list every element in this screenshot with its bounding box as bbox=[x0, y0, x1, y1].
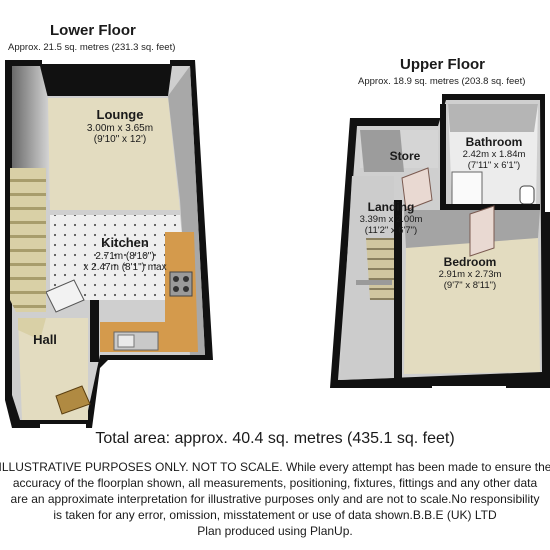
store-name: Store bbox=[389, 149, 421, 163]
bedroom-name: Bedroom bbox=[443, 255, 497, 269]
kitchen-dims-imperial: x 2.47m (8'1") max bbox=[83, 262, 167, 274]
bedroom-door bbox=[469, 205, 495, 257]
disclaimer-line-2: accuracy of the floorplan shown, all mea… bbox=[12, 476, 538, 490]
stair-rail bbox=[356, 280, 392, 285]
hall-partition bbox=[90, 300, 99, 362]
hall-name: Hall bbox=[33, 332, 57, 347]
lounge-dims-imperial: (9'10" x 12') bbox=[93, 134, 147, 146]
landing-partition bbox=[394, 200, 402, 380]
bathroom-name: Bathroom bbox=[465, 135, 523, 149]
kitchen-dims-metric: 2.71m (8'10") bbox=[95, 250, 155, 262]
lounge-dims-metric: 3.00m x 3.65m bbox=[86, 122, 154, 134]
bedroom-floor bbox=[404, 236, 540, 374]
bathroom-bath bbox=[451, 171, 483, 207]
upper-floor-title: Upper Floor bbox=[400, 56, 485, 73]
room-label-bathroom: Bathroom 2.42m x 1.84m (7'11" x 6'1") bbox=[446, 135, 542, 172]
lounge-right-wall bbox=[168, 66, 205, 355]
kitchen-floor bbox=[50, 215, 188, 300]
bedroom-dims-metric: 2.91m x 2.73m bbox=[438, 268, 502, 280]
room-label-hall: Hall bbox=[30, 332, 60, 348]
upper-floor-area: Approx. 18.9 sq. metres (203.8 sq. feet) bbox=[358, 76, 526, 87]
bathroom-toilet bbox=[519, 185, 535, 205]
lower-floor-stairs bbox=[10, 168, 46, 312]
lounge-left-wall bbox=[12, 66, 50, 200]
kitchen-name: Kitchen bbox=[101, 235, 149, 250]
bedroom-dims-imperial: (9'7" x 8'11") bbox=[443, 279, 497, 291]
upper-floor-stairs bbox=[366, 238, 394, 300]
bathroom-dims-imperial: (7'11" x 6'1") bbox=[467, 159, 521, 171]
room-label-bedroom: Bedroom 2.91m x 2.73m (9'7" x 8'11") bbox=[420, 255, 520, 292]
kitchen-counter bbox=[100, 232, 198, 352]
disclaimer-line-3: are an approximate interpretation for il… bbox=[10, 492, 540, 506]
landing-dims-imperial: (11'2" x 6'7") bbox=[364, 224, 418, 236]
room-label-lounge: Lounge 3.00m x 3.65m (9'10" x 12') bbox=[55, 107, 185, 146]
upper-floor-plan bbox=[330, 94, 550, 390]
disclaimer-line-1: ILLUSTRATIVE PURPOSES ONLY. NOT TO SCALE… bbox=[0, 460, 550, 474]
bathroom-dims-metric: 2.42m x 1.84m bbox=[462, 148, 526, 160]
disclaimer-line-5: Plan produced using PlanUp. bbox=[197, 524, 353, 538]
landing-floor bbox=[340, 176, 394, 380]
room-label-store: Store bbox=[380, 149, 430, 164]
front-door bbox=[55, 385, 91, 415]
kitchen-hob bbox=[169, 271, 193, 297]
lounge-name: Lounge bbox=[96, 107, 144, 122]
lower-floor-title: Lower Floor bbox=[50, 22, 136, 39]
lounge-floor bbox=[48, 98, 180, 210]
room-label-kitchen: Kitchen 2.71m (8'10") x 2.47m (8'1") max bbox=[60, 235, 190, 274]
store-door bbox=[401, 167, 433, 211]
landing-dims-metric: 3.39m x 2.00m bbox=[359, 213, 423, 225]
lower-floor-area: Approx. 21.5 sq. metres (231.3 sq. feet) bbox=[8, 42, 176, 53]
total-area: Total area: approx. 40.4 sq. metres (435… bbox=[95, 430, 455, 447]
lower-floor-plan bbox=[5, 60, 213, 430]
washing-machine bbox=[45, 279, 85, 313]
room-label-landing: Landing 3.39m x 2.00m (11'2" x 6'7") bbox=[346, 200, 436, 237]
disclaimer-line-4: is taken for any error, omission, missta… bbox=[53, 508, 497, 522]
landing-name: Landing bbox=[367, 200, 415, 214]
